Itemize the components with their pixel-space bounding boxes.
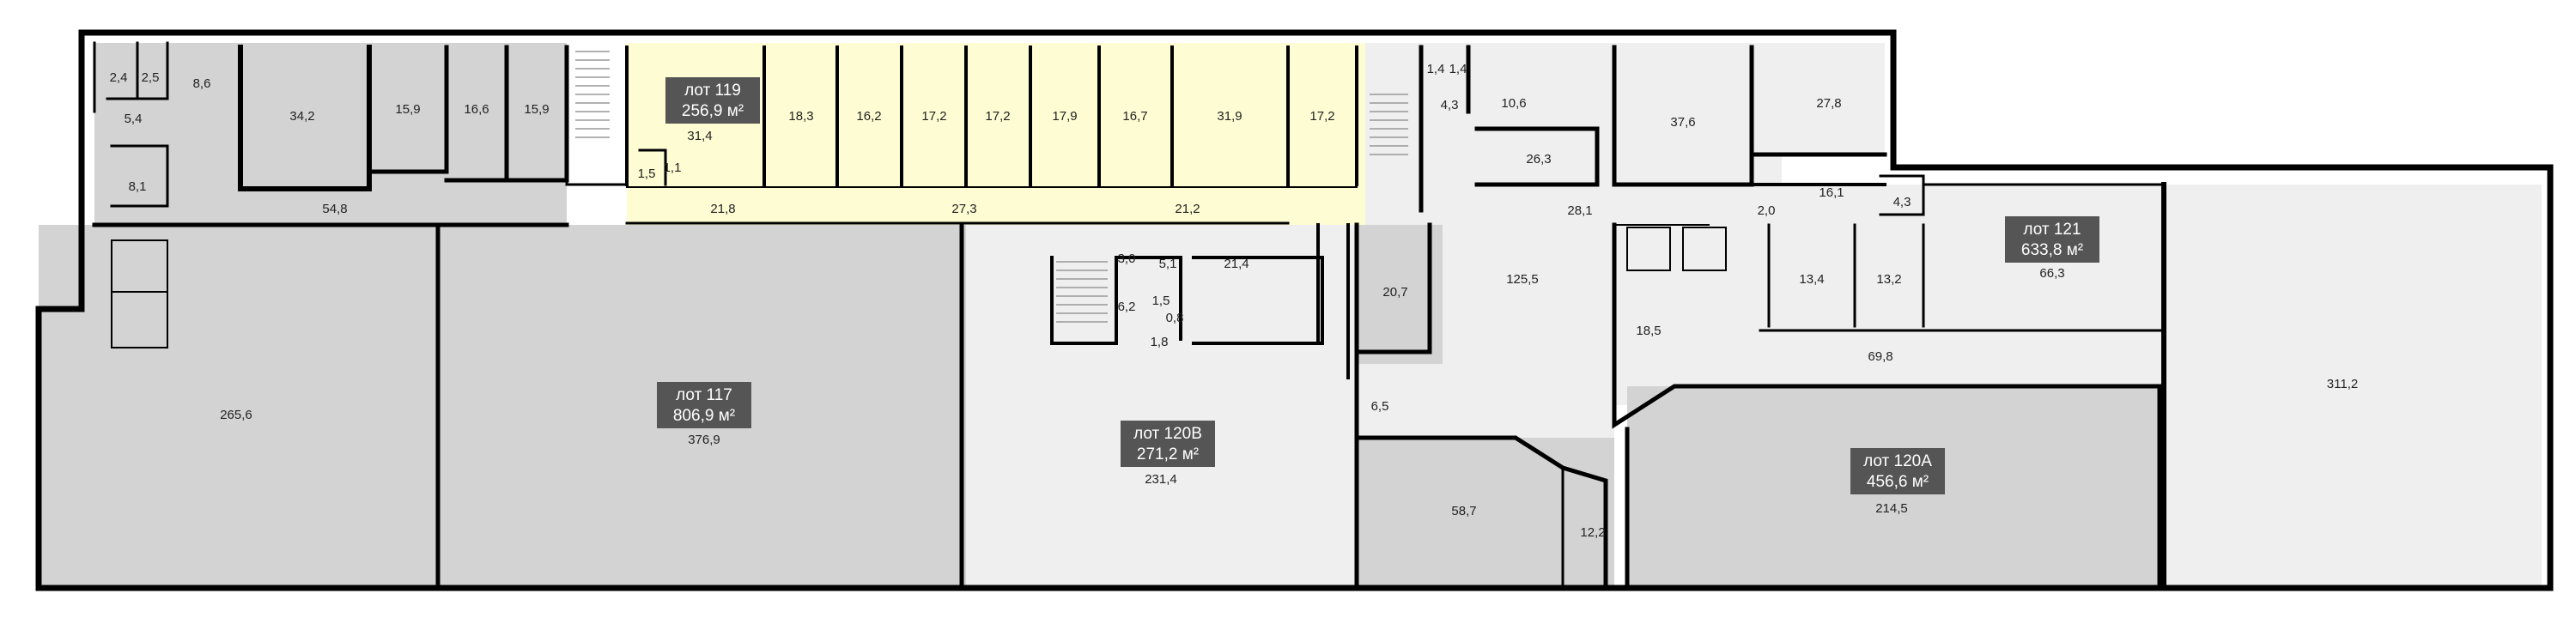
lot-area: 633,8 м²: [2021, 241, 2083, 259]
room-fill: [1782, 43, 1885, 154]
room-area: 58,7: [1451, 504, 1476, 518]
room-area: 4,3: [1441, 98, 1459, 112]
room-area: 1,1: [664, 161, 682, 175]
room-fill: [94, 43, 575, 225]
room-area: 6,2: [1118, 300, 1136, 314]
room-area: 8,6: [193, 76, 211, 91]
room-area: 18,3: [788, 109, 813, 124]
lot-area: 456,6 м²: [1867, 473, 1929, 491]
room-area: 27,3: [951, 202, 976, 216]
room-area: 125,5: [1506, 272, 1539, 287]
room-area: 265,6: [220, 408, 252, 422]
room-fill: [1357, 438, 1614, 585]
room-fill: [1769, 185, 1923, 330]
room-fill: [567, 43, 627, 225]
room-area: 69,8: [1868, 349, 1893, 364]
room-area: 12,2: [1580, 525, 1605, 540]
room-area: 2,4: [110, 70, 128, 85]
room-area: 16,1: [1819, 185, 1844, 200]
room-area: 4,3: [1893, 195, 1911, 209]
room-area: 21,8: [710, 202, 735, 216]
room-fill-lot-120b: [966, 225, 1357, 585]
room-area: 26,3: [1526, 152, 1551, 167]
room-area: 16,2: [856, 109, 881, 124]
room-area: 1,4: [1427, 62, 1445, 76]
lot-name: лот 121: [2023, 221, 2081, 239]
room-area: 17,9: [1052, 109, 1077, 124]
walls: [35, 29, 2554, 591]
room-area: 54,8: [322, 202, 347, 216]
room-area: 16,6: [464, 102, 489, 117]
room-area: 34,2: [289, 109, 314, 124]
room-area: 5,1: [1159, 257, 1177, 271]
room-area: 376,9: [688, 433, 720, 447]
room-area: 15,9: [395, 102, 420, 117]
room-area: 31,4: [687, 129, 712, 143]
room-fill-lot-119: [623, 43, 1365, 225]
lot-badge-120b: лот 120В 271,2 м²: [1121, 421, 1215, 467]
lot-name: лот 117: [676, 386, 732, 404]
room-area: 31,9: [1217, 109, 1242, 124]
room-area: 311,2: [2327, 377, 2358, 391]
lot-name: лот 119: [684, 82, 741, 100]
room-area: 1,5: [638, 167, 656, 181]
lot-badge-120a: лот 120А 456,6 м²: [1850, 448, 1945, 494]
room-area: 10,6: [1501, 96, 1526, 111]
room-area: 28,1: [1567, 203, 1592, 218]
room-labels: 2,4 2,5 8,6 34,2 15,9 16,6 15,9 5,4 8,1 …: [110, 62, 2359, 540]
room-area: 13,2: [1876, 272, 1901, 287]
lot-area: 806,9 м²: [673, 407, 735, 425]
room-area: 66,3: [2039, 266, 2064, 281]
room-area: 27,8: [1816, 96, 1841, 111]
room-area: 2,0: [1758, 203, 1776, 218]
room-area: 231,4: [1145, 472, 1177, 487]
lot-name: лот 120А: [1863, 452, 1932, 470]
room-area: 17,2: [921, 109, 946, 124]
room-area: 5,4: [125, 112, 143, 126]
room-fills: [39, 43, 2542, 585]
room-area: 1,4: [1449, 62, 1467, 76]
lot-name: лот 120В: [1133, 425, 1202, 443]
room-area: 2,5: [142, 70, 160, 85]
room-area: 3,0: [1118, 251, 1136, 266]
room-area: 15,9: [524, 102, 549, 117]
room-area: 18,5: [1636, 324, 1661, 338]
room-area: 17,2: [1309, 109, 1334, 124]
lot-area: 271,2 м²: [1137, 445, 1199, 463]
room-area: 16,7: [1122, 109, 1147, 124]
lot-area: 256,9 м²: [682, 102, 744, 120]
room-area: 8,1: [129, 179, 147, 194]
room-area: 20,7: [1382, 285, 1407, 300]
room-area: 0,8: [1166, 311, 1184, 325]
lot-badges: лот 117 806,9 м² лот 119 256,9 м² лот 12…: [657, 77, 2099, 494]
lot-badge-117: лот 117 806,9 м²: [657, 382, 751, 428]
room-area: 21,4: [1224, 257, 1249, 271]
room-area: 17,2: [985, 109, 1010, 124]
room-fill: [2164, 185, 2542, 585]
room-area: 37,6: [1670, 115, 1695, 130]
stairs: [575, 51, 1408, 323]
room-area: 1,8: [1151, 335, 1169, 349]
room-area: 13,4: [1799, 272, 1824, 287]
room-area: 6,5: [1371, 399, 1389, 414]
room-area: 21,2: [1175, 202, 1200, 216]
room-area: 1,5: [1152, 294, 1170, 308]
room-fill: [39, 225, 966, 585]
lot-badge-119: лот 119 256,9 м²: [665, 77, 760, 124]
lot-badge-121: лот 121 633,8 м²: [2005, 216, 2099, 263]
room-area: 214,5: [1875, 501, 1908, 516]
room-fill: [1365, 43, 1782, 225]
